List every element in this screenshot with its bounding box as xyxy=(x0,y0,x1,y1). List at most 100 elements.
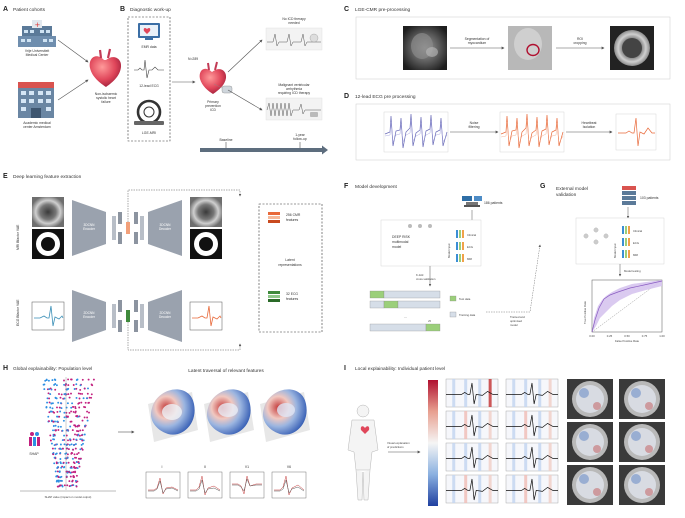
condition-line3: failure xyxy=(101,100,110,104)
attribution-blob xyxy=(631,431,641,441)
shap-dot xyxy=(81,419,84,422)
shap-dot xyxy=(57,429,60,431)
shap-dot xyxy=(65,444,68,447)
shap-dot xyxy=(71,457,74,460)
panel-g-title-line2: validation xyxy=(556,192,577,198)
shap-dot xyxy=(56,410,59,413)
shap-dot xyxy=(72,410,75,413)
lead-plot-2: II xyxy=(187,465,223,499)
shap-dot xyxy=(53,444,56,447)
latent-line1: Latent xyxy=(285,258,294,262)
enc3d-line1: 3DCNN xyxy=(84,223,96,227)
attribution-blob xyxy=(593,402,601,410)
shap-dot xyxy=(59,458,62,460)
shap-dot xyxy=(67,393,70,396)
ecg-trace xyxy=(506,478,558,501)
shap-dot xyxy=(63,411,66,414)
shap-dot xyxy=(66,402,69,405)
attribution-band xyxy=(538,443,542,471)
cmr-features-line1: 256 CMR xyxy=(286,213,301,217)
ecg-trace xyxy=(446,382,498,405)
shap-dot xyxy=(60,475,63,478)
shap-dot xyxy=(66,484,69,487)
panel-b: B Diagnostic work-up EMR data 12-lead EC… xyxy=(120,6,328,155)
segmentation-line2: myocardium xyxy=(468,41,487,45)
shap-dot xyxy=(58,415,61,418)
shap-dot xyxy=(72,384,75,386)
malignant-line1: Malignant ventricular xyxy=(278,83,310,87)
shap-dot xyxy=(76,430,78,432)
panel-i-letter: I xyxy=(344,365,346,372)
shap-dot xyxy=(60,466,63,469)
dec2d-line2: Decoder xyxy=(159,315,172,319)
ecg-trace xyxy=(506,382,558,405)
attribution-band xyxy=(452,475,456,503)
trained-line2: optimised xyxy=(510,319,522,323)
visual-line1: Visual explanation xyxy=(387,441,410,445)
attribution-band xyxy=(452,411,456,439)
shap-dot xyxy=(61,479,63,482)
attribution-band xyxy=(512,411,516,439)
shap-dot xyxy=(77,392,80,395)
shap-dot xyxy=(77,457,80,460)
shap-dot xyxy=(66,429,69,431)
shap-dot xyxy=(86,392,89,395)
shap-dot xyxy=(73,466,75,469)
mri-label: LGE-MRI xyxy=(142,131,156,135)
roi-line2: cropping xyxy=(573,41,586,45)
shap-dot xyxy=(57,401,60,404)
panel-g-letter: G xyxy=(540,183,546,190)
shap-dot xyxy=(51,379,54,382)
shap-dot xyxy=(64,393,67,396)
panel-f-letter: F xyxy=(344,183,349,190)
ecg-trace xyxy=(446,414,498,437)
g-mri: MRI xyxy=(633,253,638,257)
shap-dot xyxy=(74,470,77,473)
dec2d-line1: 2DCNN xyxy=(160,311,172,315)
shap-dot xyxy=(72,405,75,408)
svg-text:0.00: 0.00 xyxy=(589,334,595,338)
emr-label: EMR data xyxy=(141,45,156,49)
shap-dot xyxy=(78,406,81,409)
svg-text:...: ... xyxy=(404,315,407,319)
colorbar xyxy=(428,380,438,506)
enc2d-line2: Encoder xyxy=(83,315,96,319)
shap-dot xyxy=(64,384,67,387)
hospital-icon: + xyxy=(18,20,56,47)
latent-box xyxy=(258,203,323,333)
noise-line1: Noise xyxy=(470,121,479,125)
panel-c-letter: C xyxy=(344,6,349,13)
shap-dot xyxy=(84,401,87,404)
attribution-band xyxy=(538,411,542,439)
shap-dot xyxy=(77,451,80,454)
shap-dot xyxy=(54,470,57,473)
shap-dot xyxy=(73,453,76,456)
g-patients: 103 patients xyxy=(640,196,659,200)
shap-dot xyxy=(70,452,73,455)
shap-dot xyxy=(61,485,64,488)
panel-g: G External model validation 103 patients… xyxy=(540,183,665,343)
shap-dot xyxy=(75,461,78,463)
shap-dot xyxy=(45,406,48,408)
shap-dot xyxy=(45,378,48,381)
shap-dot xyxy=(56,470,59,473)
shap-dot xyxy=(55,452,58,455)
shap-dot xyxy=(74,424,76,427)
shap-dot xyxy=(63,443,66,446)
shap-dot xyxy=(79,438,82,441)
panel-c: C LGE-CMR pre-processing Segmentation of… xyxy=(344,6,671,80)
shap-dot xyxy=(73,475,75,478)
shap-dot xyxy=(74,447,77,450)
shap-dot xyxy=(67,378,70,381)
shap-dot xyxy=(88,401,90,404)
enc2d-line1: 2DCNN xyxy=(84,311,96,315)
heart-mesh-1 xyxy=(148,389,198,442)
shap-dot xyxy=(53,462,56,465)
svg-text:1.00: 1.00 xyxy=(659,334,665,338)
lead-plot-4: V6 xyxy=(271,465,307,499)
shap-dot xyxy=(66,453,69,456)
shap-dot xyxy=(59,396,62,399)
shap-dot xyxy=(56,420,59,423)
panel-e: E Deep learning feature extraction MRI B… xyxy=(3,173,323,351)
shap-dot xyxy=(67,448,70,451)
